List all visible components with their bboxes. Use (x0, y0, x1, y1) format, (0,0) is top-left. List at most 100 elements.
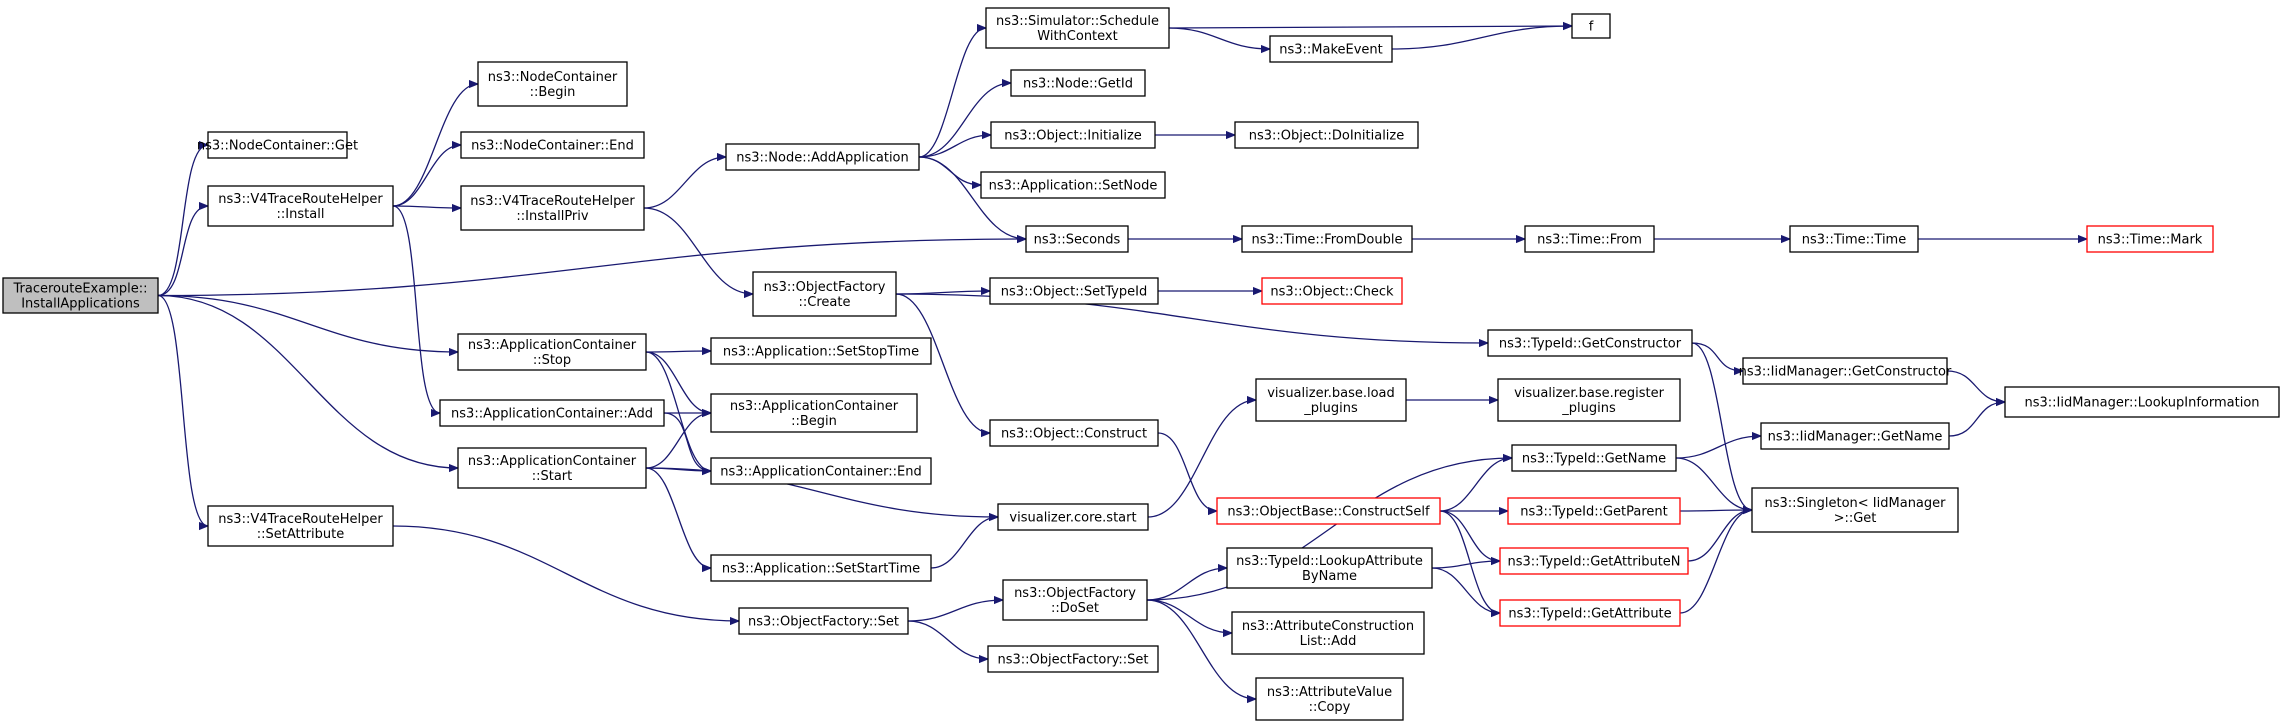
node-f[interactable]: f (1571, 13, 1611, 39)
node-singletonget[interactable]: ns3::Singleton< IidManager >::Get (1751, 487, 1959, 533)
node-appsetnode[interactable]: ns3::Application::SetNode (980, 171, 1166, 199)
node-box (1511, 444, 1677, 472)
node-nodegetid[interactable]: ns3::Node::GetId (1010, 69, 1146, 97)
node-acstart[interactable]: ns3::ApplicationContainer::Start (457, 447, 647, 489)
node-objconstruct[interactable]: ns3::Object::Construct (989, 419, 1159, 447)
edge-tidgetattr-to-singletonget (1679, 510, 1753, 614)
node-ofset[interactable]: ns3::ObjectFactory::Set (738, 607, 909, 635)
edge-tidgetname-to-iidgetname (1675, 436, 1761, 459)
node-acend[interactable]: ns3::ApplicationContainer::End (710, 457, 932, 485)
node-ofcreate[interactable]: ns3::ObjectFactory::Create (752, 271, 897, 317)
node-box (460, 185, 645, 231)
node-timetime[interactable]: ns3::Time::Time (1789, 225, 1919, 253)
node-acbegin[interactable]: ns3::ApplicationContainer::Begin (710, 393, 918, 433)
node-box (989, 277, 1159, 305)
node-box (1241, 225, 1413, 253)
node-label: ns3::Singleton< IidManager (1764, 496, 1946, 511)
edge-tidgetctor-to-singletonget (1691, 342, 1753, 510)
node-obconstructself[interactable]: ns3::ObjectBase::ConstructSelf (1216, 497, 1441, 525)
node-label: ns3::NodeContainer::Get (197, 139, 358, 154)
node-acstop[interactable]: ns3::ApplicationContainer::Stop (457, 333, 647, 371)
node-nodeaddapp[interactable]: ns3::Node::AddApplication (725, 143, 920, 171)
edge-makeevent-to-f (1391, 26, 1572, 50)
edge-acstart-to-acbegin (645, 413, 712, 469)
node-iidgetname[interactable]: ns3::IidManager::GetName (1760, 422, 1950, 450)
node-v4installpriv[interactable]: ns3::V4TraceRouteHelper::InstallPriv (460, 185, 645, 231)
node-v4install[interactable]: ns3::V4TraceRouteHelper::Install (207, 185, 394, 227)
node-label: ::SetAttribute (257, 527, 345, 542)
node-iidlookup[interactable]: ns3::IidManager::LookupInformation (2004, 386, 2280, 418)
node-ncget[interactable]: ns3::NodeContainer::Get (197, 131, 358, 159)
node-iidgetctor[interactable]: ns3::IidManager::GetConstructor (1739, 357, 1952, 385)
edge-ofdoset-to-attrconstradd (1146, 599, 1232, 633)
node-box (1231, 611, 1425, 655)
node-tidgetname[interactable]: ns3::TypeId::GetName (1511, 444, 1677, 472)
node-label: ::Create (799, 295, 851, 310)
node-tidgetctor[interactable]: ns3::TypeId::GetConstructor (1487, 329, 1693, 357)
node-objdoinit[interactable]: ns3::Object::DoInitialize (1234, 121, 1419, 149)
node-timefrom[interactable]: ns3::Time::From (1524, 225, 1655, 253)
node-tidgetattrn[interactable]: ns3::TypeId::GetAttributeN (1499, 547, 1689, 575)
edge-nodeaddapp-to-seconds (918, 156, 1026, 239)
node-label: visualizer.base.load (1267, 386, 1395, 401)
edge-acstop-to-acend (645, 351, 712, 471)
node-ofdoset[interactable]: ns3::ObjectFactory::DoSet (1002, 579, 1148, 621)
node-visregister[interactable]: visualizer.base.register_plugins (1497, 378, 1681, 422)
node-label: ::DoSet (1051, 601, 1099, 616)
node-ncend[interactable]: ns3::NodeContainer::End (460, 131, 645, 159)
node-appsetstart[interactable]: ns3::Application::SetStartTime (710, 554, 932, 582)
node-label: _plugins (1303, 401, 1358, 416)
node-box (1255, 378, 1407, 422)
node-box (980, 171, 1166, 199)
node-tidgetattr[interactable]: ns3::TypeId::GetAttribute (1499, 599, 1681, 627)
node-box (752, 271, 897, 317)
node-v4setattr[interactable]: ns3::V4TraceRouteHelper::SetAttribute (207, 505, 394, 547)
node-viscorestart[interactable]: visualizer.core.start (997, 503, 1149, 531)
node-acadd[interactable]: ns3::ApplicationContainer::Add (439, 399, 665, 427)
node-objsettypeid[interactable]: ns3::Object::SetTypeId (989, 277, 1159, 305)
node-label: ns3::Node::GetId (1023, 77, 1133, 92)
node-objinit[interactable]: ns3::Object::Initialize (990, 121, 1156, 149)
edge-tidgetname-to-singletonget (1675, 457, 1752, 510)
node-tidgetparent[interactable]: ns3::TypeId::GetParent (1507, 497, 1681, 525)
node-visload[interactable]: visualizer.base.load_plugins (1255, 378, 1407, 422)
edge-v4setattr-to-ofset (392, 525, 739, 621)
node-appsetstop[interactable]: ns3::Application::SetStopTime (710, 337, 932, 365)
node-ofset2[interactable]: ns3::ObjectFactory::Set (987, 645, 1159, 673)
node-label: ns3::V4TraceRouteHelper (218, 512, 383, 527)
node-label: ns3::Object::Construct (1001, 427, 1147, 442)
node-fromdouble[interactable]: ns3::Time::FromDouble (1241, 225, 1413, 253)
node-box (1487, 329, 1693, 357)
edge-v4install-to-ncbegin (392, 84, 479, 207)
node-root[interactable]: TracerouteExample::InstallApplications (2, 277, 159, 314)
node-timemark[interactable]: ns3::Time::Mark (2086, 225, 2214, 253)
node-box (2, 277, 159, 314)
node-makeevent[interactable]: ns3::MakeEvent (1269, 35, 1393, 63)
node-objcheck[interactable]: ns3::Object::Check (1261, 277, 1403, 305)
node-label: ns3::TypeId::GetAttributeN (1507, 555, 1680, 570)
edge-root-to-ncget (157, 145, 209, 297)
node-label: ns3::IidManager::LookupInformation (2024, 396, 2259, 411)
node-box (1216, 497, 1441, 525)
node-label: ::Install (277, 207, 325, 222)
edge-schedctx-to-f (1168, 26, 1572, 28)
node-label: >::Get (1834, 511, 1877, 526)
edge-ofset-to-ofdoset (907, 600, 1003, 622)
node-label: ns3::V4TraceRouteHelper (470, 194, 635, 209)
edge-v4installpriv-to-ofcreate (643, 207, 753, 294)
edge-viscorestart-to-visload (1147, 400, 1256, 518)
node-seconds[interactable]: ns3::Seconds (1025, 225, 1129, 253)
node-ncbegin[interactable]: ns3::NodeContainer::Begin (477, 61, 628, 107)
edge-schedctx-to-makeevent (1168, 27, 1270, 49)
node-label: ns3::Application::SetStopTime (723, 345, 919, 360)
node-attrvaluecopy[interactable]: ns3::AttributeValue::Copy (1255, 677, 1404, 721)
node-box (1742, 357, 1948, 385)
edge-tidlookupattr-to-tidgetattr (1431, 567, 1500, 613)
edge-root-to-seconds (157, 239, 1026, 297)
node-label: ns3::Seconds (1034, 233, 1121, 248)
edge-obconstructself-to-tidgetattrn (1439, 510, 1501, 561)
node-label: TracerouteExample:: (13, 282, 148, 297)
